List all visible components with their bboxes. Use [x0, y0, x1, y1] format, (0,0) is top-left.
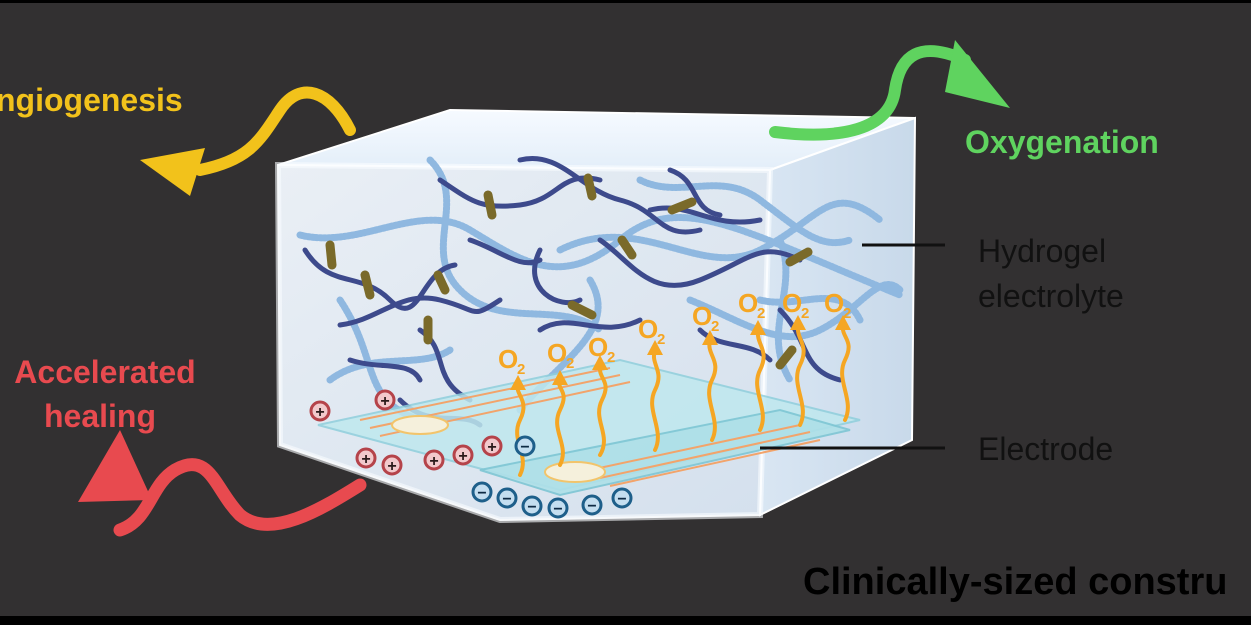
- oxygen-molecule-icon: O2: [782, 288, 809, 322]
- svg-text:O: O: [824, 288, 844, 318]
- angiogenesis-label: ngiogenesis: [0, 82, 183, 118]
- electrode-label: Electrode: [978, 431, 1113, 467]
- oxygen-flow-arrows: [515, 323, 851, 477]
- negative-ion-icon: −: [496, 487, 518, 509]
- negative-ion-icon: −: [611, 487, 633, 509]
- svg-text:2: 2: [801, 305, 809, 322]
- positive-ion-icon: +: [374, 389, 396, 411]
- positive-ion-icon: +: [423, 449, 445, 471]
- accelerated-healing-label-line2: healing: [44, 398, 156, 434]
- oxygen-molecule-labels: O2 O2 O2 O2 O2 O2 O2 O2: [498, 288, 851, 378]
- accelerated-healing-label-line1: Accelerated: [14, 354, 195, 390]
- svg-text:−: −: [520, 439, 529, 456]
- negative-ion-icon: −: [471, 481, 493, 503]
- svg-text:O: O: [638, 314, 658, 344]
- oxygen-molecule-icon: O2: [588, 332, 615, 366]
- oxygen-molecule-icon: O2: [547, 338, 574, 372]
- oxygen-molecule-icon: O2: [824, 288, 851, 322]
- svg-text:2: 2: [517, 361, 525, 378]
- positive-ion-icon: +: [309, 400, 331, 422]
- curved-arrow-icon: [769, 40, 1010, 141]
- oxygenation-label: Oxygenation: [965, 124, 1159, 160]
- svg-text:O: O: [498, 344, 518, 374]
- oxygen-molecule-icon: O2: [638, 314, 665, 348]
- negative-ions: − − − − − − −: [471, 435, 633, 519]
- svg-text:O: O: [692, 301, 712, 331]
- oxygen-molecule-icon: O2: [498, 344, 525, 378]
- svg-text:2: 2: [607, 349, 615, 366]
- svg-text:−: −: [502, 491, 511, 508]
- svg-text:O: O: [782, 288, 802, 318]
- svg-text:−: −: [553, 501, 562, 518]
- electrode-lower: [479, 408, 851, 497]
- svg-text:+: +: [361, 451, 370, 468]
- svg-text:2: 2: [657, 331, 665, 348]
- positive-ion-icon: +: [481, 435, 503, 457]
- footer-caption: Clinically-sized constru: [803, 561, 1227, 603]
- oxygen-molecule-icon: O2: [692, 301, 719, 335]
- svg-text:O: O: [547, 338, 567, 368]
- positive-ion-icon: +: [355, 447, 377, 469]
- svg-text:+: +: [487, 439, 496, 456]
- positive-ion-icon: +: [381, 454, 403, 476]
- svg-text:2: 2: [843, 305, 851, 322]
- svg-text:−: −: [527, 499, 536, 516]
- svg-text:O: O: [738, 288, 758, 318]
- negative-ion-icon: −: [521, 495, 543, 517]
- svg-text:+: +: [429, 453, 438, 470]
- hydrogel-electrolyte-label-line1: Hydrogel: [978, 233, 1106, 269]
- negative-ion-icon: −: [514, 435, 536, 457]
- positive-ions: + + + + + + +: [309, 389, 503, 476]
- negative-ion-icon: −: [547, 497, 569, 519]
- svg-text:O: O: [588, 332, 608, 362]
- svg-text:−: −: [477, 485, 486, 502]
- hydrogel-electrolyte-label-line2: electrolyte: [978, 278, 1124, 314]
- svg-text:−: −: [617, 491, 626, 508]
- curved-arrow-icon: [78, 430, 367, 537]
- svg-text:+: +: [380, 393, 389, 410]
- oxygen-molecule-icon: O2: [738, 288, 765, 322]
- curved-arrow-icon: [140, 86, 356, 196]
- svg-text:+: +: [458, 448, 467, 465]
- svg-text:+: +: [387, 458, 396, 475]
- positive-ion-icon: +: [452, 444, 474, 466]
- svg-text:−: −: [587, 498, 596, 515]
- svg-text:2: 2: [757, 305, 765, 322]
- svg-text:+: +: [315, 404, 324, 421]
- negative-ion-icon: −: [581, 494, 603, 516]
- svg-text:2: 2: [566, 355, 574, 372]
- crosslinkers: [325, 173, 813, 370]
- svg-text:2: 2: [711, 318, 719, 335]
- hydrogel-diagram: O2 O2 O2 O2 O2 O2 O2 O2 + + + + + + +: [0, 40, 1227, 603]
- oxygen-arrowheads: [510, 315, 851, 390]
